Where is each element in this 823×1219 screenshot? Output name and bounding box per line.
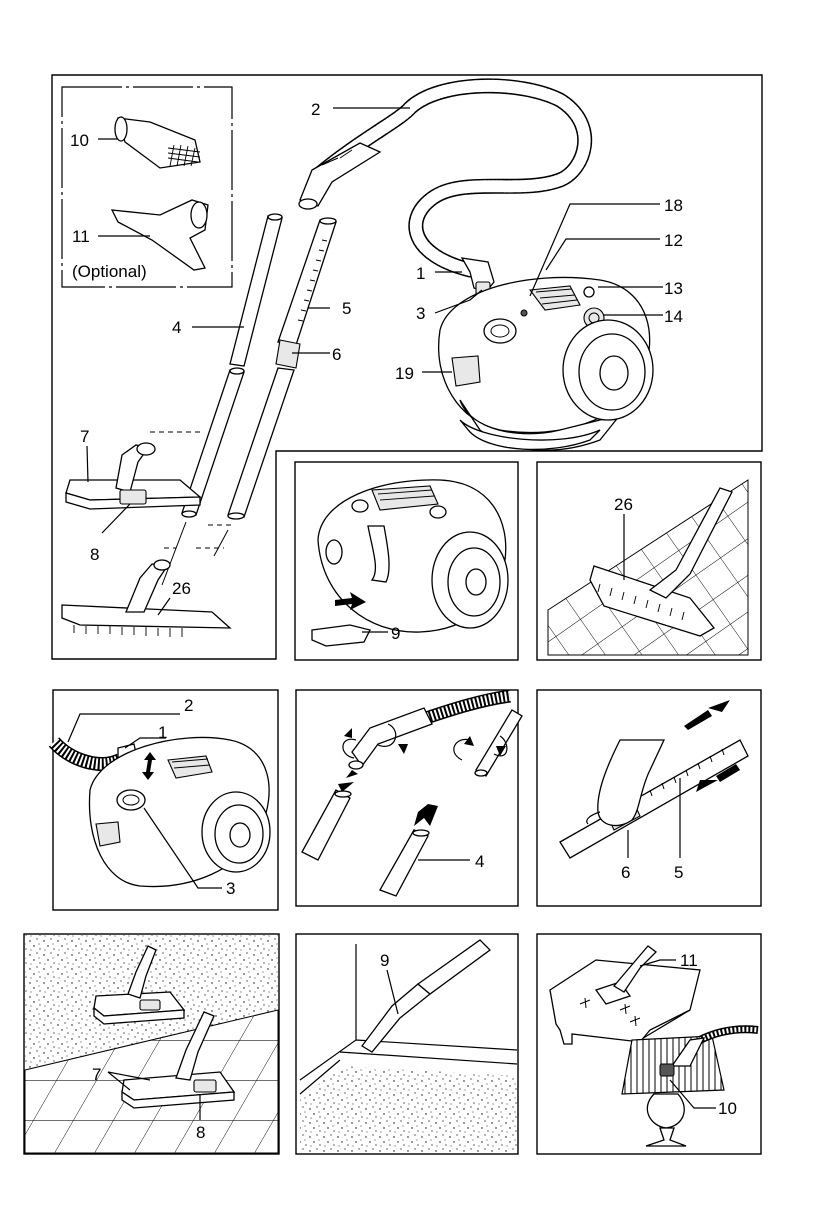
- label-part-18: 18: [664, 196, 683, 215]
- label-part-19: 19: [395, 364, 414, 383]
- panel-crevice-use: 9: [296, 934, 518, 1154]
- label-part-8: 8: [90, 545, 99, 564]
- label-part-2: 2: [311, 100, 320, 119]
- label-part-4: 4: [172, 318, 181, 337]
- label-part-11: 11: [72, 227, 90, 246]
- vacuum-cleaner-body: [439, 277, 653, 450]
- label-part-10: 10: [70, 131, 89, 150]
- label-part-14: 14: [664, 307, 683, 326]
- panel-parquet-use: 26: [537, 462, 761, 660]
- label-part-8-floor: 8: [196, 1123, 205, 1142]
- telescopic-tube: [228, 218, 336, 519]
- label-part-6: 6: [332, 345, 341, 364]
- combination-floor-nozzle: [66, 443, 200, 509]
- label-part-26: 26: [172, 579, 191, 598]
- panel-telescopic-adjust: 6 5: [537, 690, 761, 906]
- telescopic-slider: [276, 340, 300, 368]
- panel-floor-setting: 7 8: [24, 934, 279, 1154]
- label-part-3-connect: 3: [226, 879, 235, 898]
- upholstery-nozzle: [112, 200, 208, 270]
- label-part-3: 3: [416, 304, 425, 323]
- parquet-nozzle: [62, 560, 230, 637]
- label-part-1: 1: [416, 264, 425, 283]
- label-part-12: 12: [664, 231, 683, 250]
- hose: [318, 86, 585, 270]
- label-part-2-connect: 2: [184, 696, 193, 715]
- panel-tube-assembly: 4: [296, 690, 522, 906]
- label-part-11-sofa: 11: [680, 951, 698, 970]
- crevice-tool: [312, 625, 370, 646]
- label-part-9-storage: 9: [391, 624, 400, 643]
- upholstery-brush: [115, 117, 200, 168]
- label-part-9-use: 9: [380, 951, 389, 970]
- label-part-1-connect: 1: [158, 723, 167, 742]
- pedal-switch: [120, 490, 146, 504]
- panel-sofa-lamp: 11 10: [537, 934, 761, 1154]
- label-part-5-adjust: 5: [674, 863, 683, 882]
- optional-accessories-box: [62, 87, 232, 287]
- label-optional: (Optional): [72, 262, 147, 281]
- panel-hose-connection: 2 1 3: [53, 690, 278, 910]
- label-part-26-use: 26: [614, 495, 633, 514]
- label-part-6-adjust: 6: [621, 863, 630, 882]
- label-part-7-floor: 7: [92, 1065, 101, 1084]
- label-part-13: 13: [664, 279, 683, 298]
- label-part-7: 7: [80, 427, 89, 446]
- label-part-5: 5: [342, 299, 351, 318]
- panel-crevice-storage: 9: [295, 462, 518, 660]
- label-part-4-assembly: 4: [475, 852, 484, 871]
- label-part-10-lamp: 10: [718, 1099, 737, 1118]
- table-lamp: [622, 1036, 724, 1146]
